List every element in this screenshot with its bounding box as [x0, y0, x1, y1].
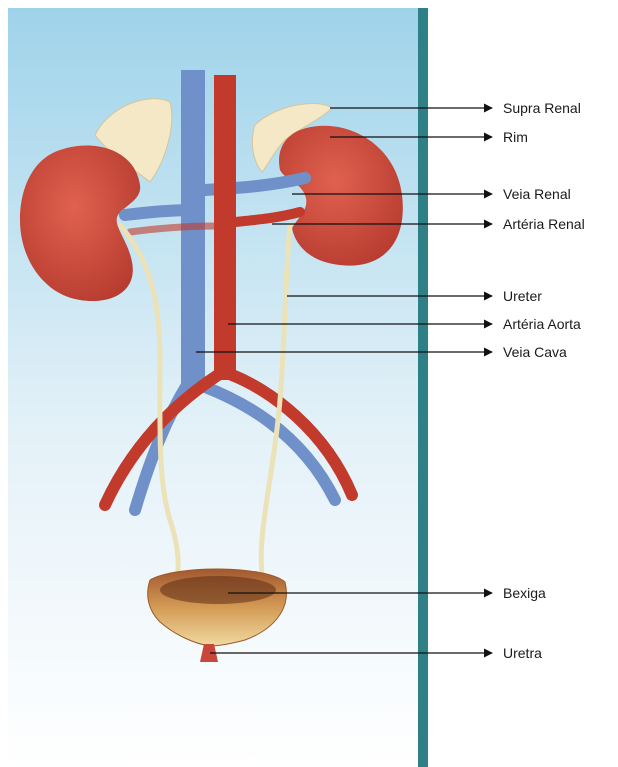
label-bexiga: Bexiga: [503, 585, 546, 601]
label-uretra: Uretra: [503, 645, 542, 661]
bladder-cavity: [160, 576, 276, 604]
label-rim: Rim: [503, 129, 528, 145]
label-veia-renal: Veia Renal: [503, 186, 571, 202]
label-supra-renal: Supra Renal: [503, 100, 581, 116]
label-ureter: Ureter: [503, 288, 542, 304]
label-arteria-aorta: Artéria Aorta: [503, 316, 581, 332]
label-arteria-renal: Artéria Renal: [503, 216, 585, 232]
label-veia-cava: Veia Cava: [503, 344, 567, 360]
